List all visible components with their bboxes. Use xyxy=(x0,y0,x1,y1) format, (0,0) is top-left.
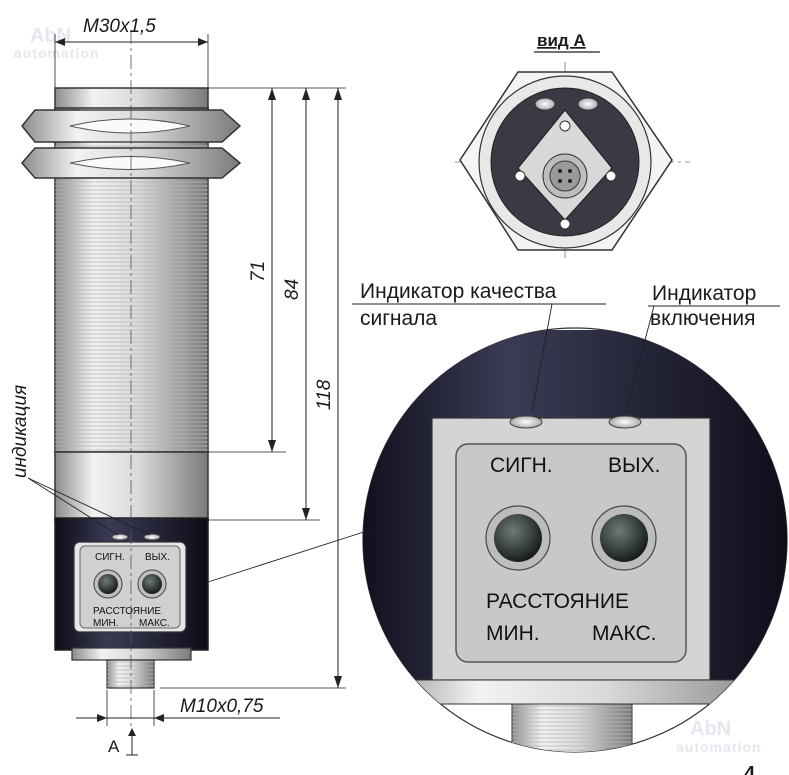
dim-71: 71 xyxy=(208,87,286,453)
length-118-label: 118 xyxy=(314,379,335,410)
signal-quality-line2: сигнала xyxy=(360,307,437,330)
panel-small-distance-label: РАССТОЯНИЕ xyxy=(93,606,161,617)
panel-small-output-knob[interactable] xyxy=(142,574,162,594)
callout-power: Индикатор включения xyxy=(625,282,780,413)
panel-small-max-label: МАКС. xyxy=(139,618,170,629)
dim-118: 118 xyxy=(160,87,346,689)
led-power-large xyxy=(608,415,642,429)
panel-large-max-label: МАКС. xyxy=(592,622,657,645)
dim-thread-connector: M10x0,75 xyxy=(76,690,280,726)
signal-quality-line1: Индикатор качества xyxy=(360,280,557,303)
page-number: 4 xyxy=(744,763,756,775)
callout-signal-quality: Индикатор качества сигнала xyxy=(352,280,606,413)
led-power-small xyxy=(143,533,161,541)
power-line2: включения xyxy=(650,307,755,330)
panel-small-signal-knob[interactable] xyxy=(98,574,118,594)
control-panel-large xyxy=(455,443,687,663)
length-84-label: 84 xyxy=(282,279,303,300)
panel-large-output-knob[interactable] xyxy=(600,514,648,562)
view-marker-a: A xyxy=(108,728,138,756)
magnify-leader xyxy=(207,529,371,583)
panel-large-output-label: ВЫХ. xyxy=(608,454,660,477)
panel-small-signal-label: СИГН. xyxy=(95,552,125,563)
led-signal-small xyxy=(111,533,129,541)
thread-connector-label: M10x0,75 xyxy=(180,696,264,717)
panel-large-signal-label: СИГН. xyxy=(490,454,553,477)
indication-leaders xyxy=(27,477,151,536)
length-71-label: 71 xyxy=(248,261,269,282)
power-line1: Индикатор xyxy=(652,282,756,305)
dim-84: 84 xyxy=(208,87,320,521)
watermark-top: AbN automation xyxy=(14,25,99,61)
watermark-bottom: AbN automation xyxy=(676,718,761,755)
panel-small-min-label: МИН. xyxy=(93,618,119,629)
dim-thread-main: M30x1,5 xyxy=(54,16,209,88)
indication-label: индикация xyxy=(10,385,31,478)
panel-large-distance-label: РАССТОЯНИЕ xyxy=(486,590,629,613)
panel-large-signal-knob[interactable] xyxy=(494,514,542,562)
panel-large-min-label: МИН. xyxy=(486,622,540,645)
view-a-title: вид А xyxy=(537,31,586,50)
panel-small-output-label: ВЫХ. xyxy=(145,552,170,563)
magnified-view: СИГН. ВЫХ. РАССТОЯНИЕ МИН. МАКС. xyxy=(362,327,788,753)
control-panel-small: СИГН. ВЫХ. РАССТОЯНИЕ МИН. МАКС. xyxy=(73,541,187,633)
svg-text:AbN: AbN xyxy=(690,718,731,740)
led-signal-large xyxy=(509,415,543,429)
view-a-drawing xyxy=(455,62,690,262)
svg-text:automation: automation xyxy=(676,739,761,755)
view-marker-label: A xyxy=(108,737,120,756)
thread-main-label: M30x1,5 xyxy=(83,16,156,37)
svg-text:automation: automation xyxy=(14,45,99,61)
